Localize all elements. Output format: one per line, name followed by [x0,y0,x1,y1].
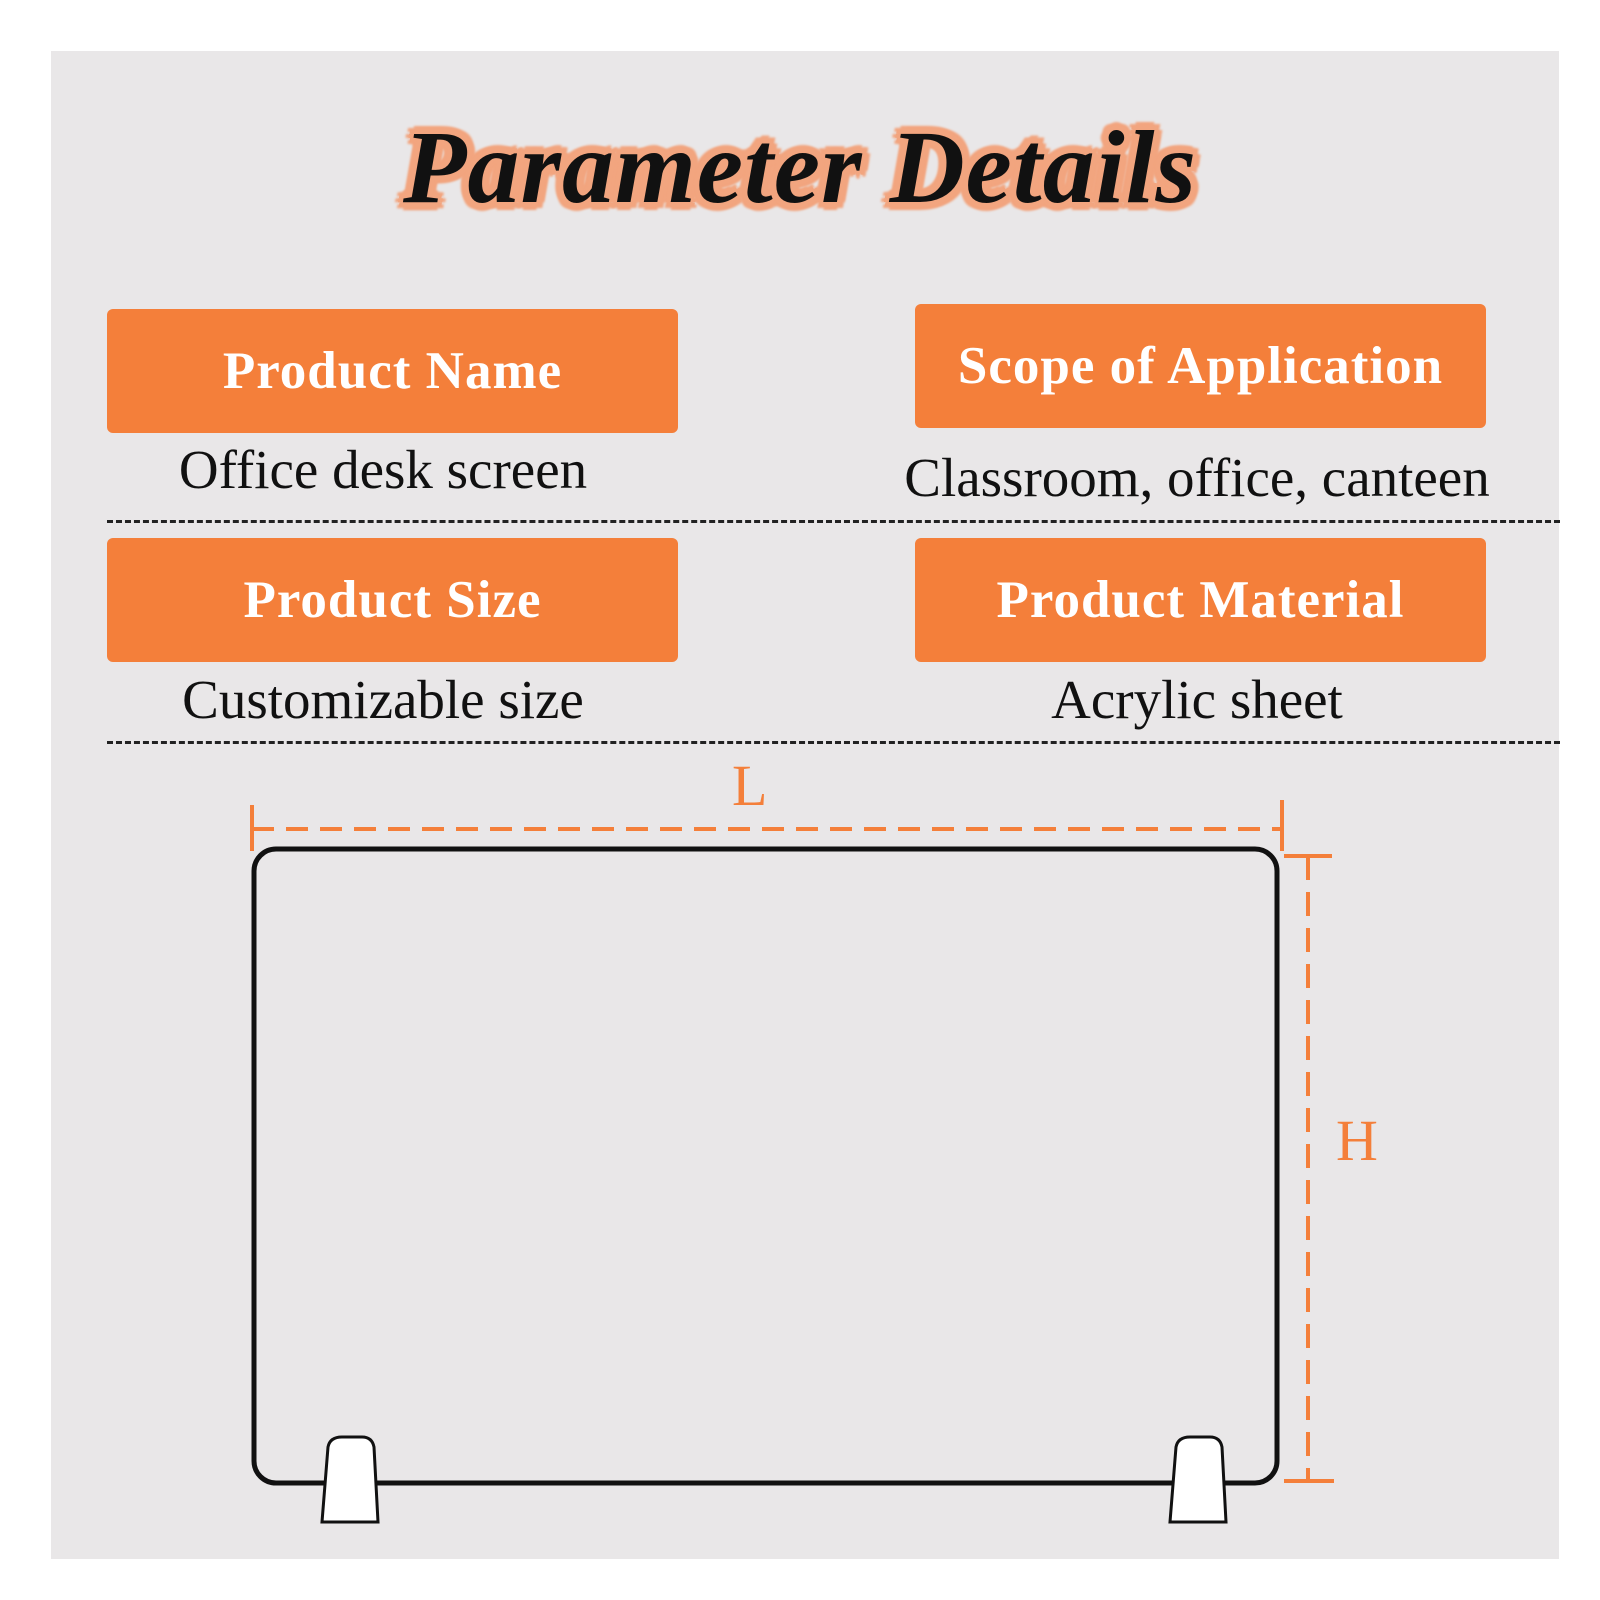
scope-value: Classroom, office, canteen [904,447,1490,508]
left-foot [320,1435,380,1524]
height-dimension [1284,854,1334,1483]
product-name-label: Product Name [107,309,678,433]
product-material-value: Acrylic sheet [1051,669,1343,730]
scope-label: Scope of Application [915,304,1486,428]
page-title: Parameter Details [402,110,1197,225]
product-size-value: Customizable size [182,669,584,730]
right-foot [1168,1435,1228,1524]
screen-panel [251,846,1280,1486]
height-label: H [1336,1108,1378,1173]
product-name-value: Office desk screen [178,439,588,500]
divider [107,520,1560,523]
length-dimension [250,800,1284,851]
product-material-label: Product Material [915,538,1486,662]
product-size-label: Product Size [107,538,678,662]
length-label: L [732,753,768,818]
divider [107,741,1560,744]
